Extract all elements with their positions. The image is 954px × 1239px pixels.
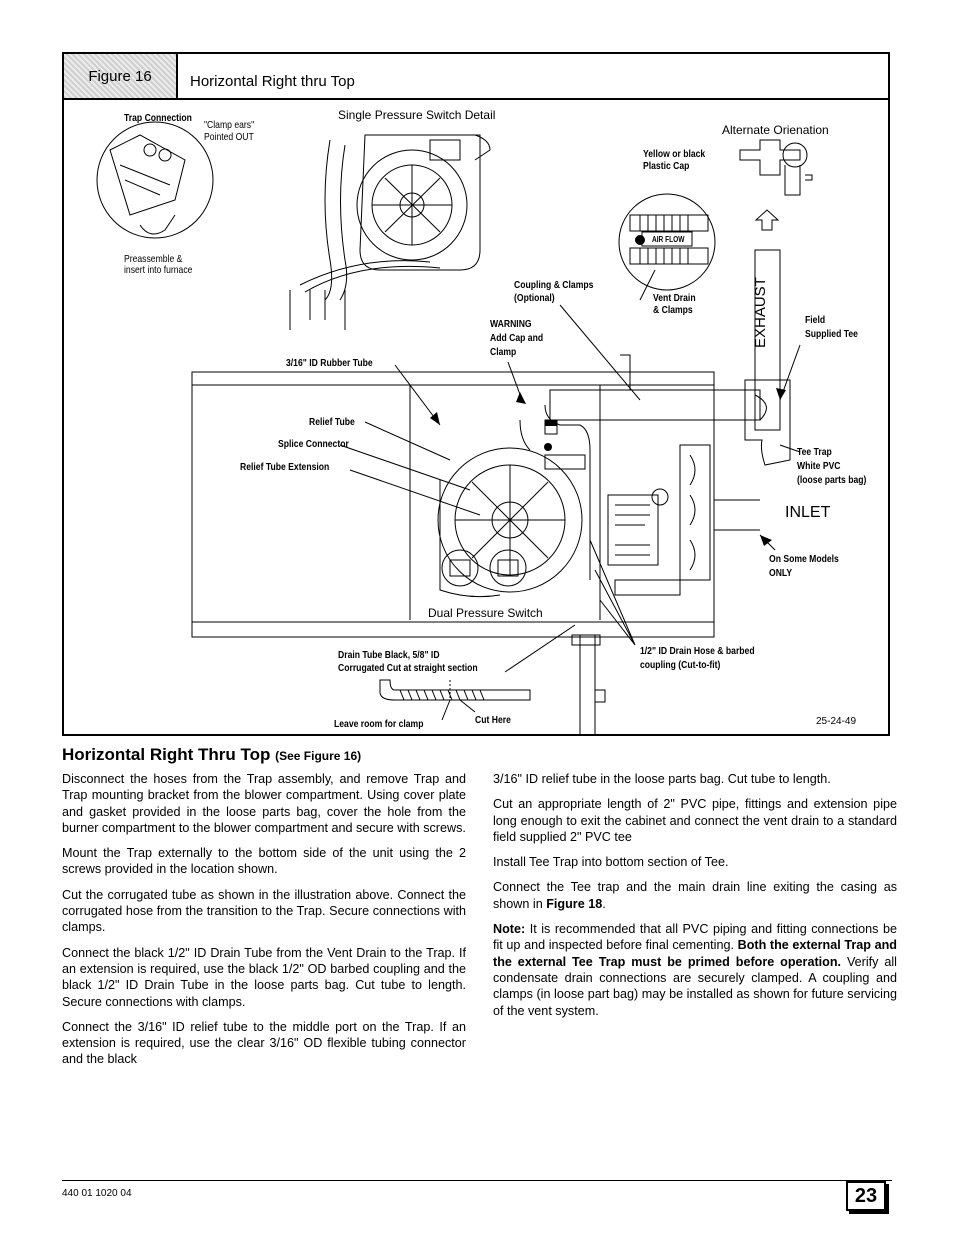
label-coupling-optional: (Optional) (514, 292, 555, 304)
label-cut-here: Cut Here (475, 714, 511, 726)
label-exhaust: EXHAUST (752, 277, 769, 348)
label-preassemble: Preassemble & (124, 253, 183, 265)
label-drain-tube: Drain Tube Black, 5/8" ID (338, 649, 440, 661)
label-vent-drain-2: & Clamps (653, 304, 693, 316)
figure-header (62, 52, 890, 100)
label-drain-hose-2: coupling (Cut-to-fit) (640, 659, 721, 671)
figure-frame (62, 52, 890, 736)
label-relief-tube: Relief Tube (309, 416, 355, 428)
label-some-models-2: ONLY (769, 567, 793, 579)
section-title: Horizontal Right Thru Top (See Figure 16… (62, 745, 361, 765)
label-warning-3: Clamp (490, 346, 517, 358)
paragraph-4: Connect the black 1/2" ID Drain Tube fro… (62, 945, 466, 1009)
paragraph-6: Cut an appropriate length of 2" PVC pipe… (493, 797, 897, 844)
trap-detail-circle (96, 121, 214, 239)
label-field-2: Supplied Tee (805, 328, 858, 340)
section-title-text: Horizontal Right Thru Top (62, 745, 271, 764)
paragraph-1: Disconnect the hoses from the Trap assem… (62, 772, 466, 835)
paragraph-5: Connect the 3/16" ID relief tube to the … (62, 1019, 467, 1067)
single-switch-blower (356, 149, 468, 261)
paragraph-5-cont: 3/16" ID relief tube in the loose parts … (493, 772, 831, 786)
document-number: 440 01 1020 04 (62, 1188, 132, 1199)
label-clamp-ears: "Clamp ears" (204, 119, 255, 131)
label-some-models: On Some Models (769, 553, 839, 565)
label-single-pressure-switch: Single Pressure Switch Detail (338, 108, 496, 122)
label-relief-tube-extension: Relief Tube Extension (240, 461, 330, 473)
vent-drain-circle (618, 193, 716, 291)
label-tee-trap-3: (loose parts bag) (797, 474, 867, 486)
main-blower (437, 447, 583, 593)
label-field: Field (805, 314, 826, 326)
right-column: 3/16" ID relief tube in the loose parts … (493, 771, 897, 1028)
label-drain-hose: 1/2" ID Drain Hose & barbed (640, 645, 755, 657)
label-air-flow: AIR FLOW (652, 235, 685, 244)
label-yellow-cap-2: Plastic Cap (643, 160, 690, 172)
label-tee-trap-2: White PVC (797, 460, 841, 472)
figure-tab: Figure 16 (64, 54, 178, 98)
paragraph-3: Cut the corrugated tube as shown in the … (62, 887, 466, 935)
label-vent-drain: Vent Drain (653, 292, 696, 304)
label-warning: WARNING (490, 318, 532, 330)
paragraph-7: Install Tee Trap into bottom section of … (493, 855, 729, 870)
label-leave-room: Leave room for clamp (334, 718, 424, 730)
page-number: 23 (846, 1181, 886, 1211)
label-yellow-cap: Yellow or black (643, 148, 706, 160)
label-dual-pressure-switch: Dual Pressure Switch (428, 606, 543, 620)
label-preassemble-2: insert into furnace (124, 264, 193, 276)
section-title-ref: (See Figure 16) (275, 749, 362, 763)
furnace-cabinet (191, 371, 715, 638)
label-splice-connector: Splice Connector (278, 438, 349, 450)
footer-rule (62, 1180, 892, 1181)
figure-title: Horizontal Right thru Top (190, 73, 355, 90)
label-drain-tube-2: Corrugated Cut at straight section (338, 662, 478, 674)
paragraph-8: Connect the Tee trap and the main drain … (493, 880, 897, 911)
exhaust-pipe (754, 249, 781, 431)
label-coupling-clamps: Coupling & Clamps (514, 279, 594, 291)
label-tee-trap: Tee Trap (797, 446, 832, 458)
left-column: Disconnect the hoses from the Trap assem… (62, 771, 466, 1077)
label-inlet: INLET (785, 504, 831, 521)
label-trap-connection: Trap Connection (124, 112, 192, 124)
label-warning-2: Add Cap and (490, 332, 544, 344)
label-alternate-orientation: Alternate Orienation (722, 123, 829, 137)
label-clamp-ears-2: Pointed OUT (204, 131, 254, 143)
figure-code: 25-24-49 (816, 716, 857, 727)
label-rubber-tube: 3/16" ID Rubber Tube (286, 357, 373, 369)
paragraph-9: Note: It is recommended that all PVC pip… (493, 922, 897, 1018)
furnace-diagram (96, 121, 813, 734)
paragraph-2: Mount the Trap externally to the bottom … (62, 846, 466, 877)
